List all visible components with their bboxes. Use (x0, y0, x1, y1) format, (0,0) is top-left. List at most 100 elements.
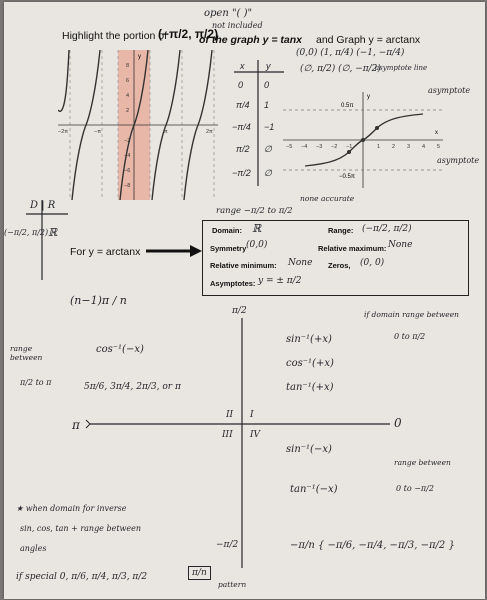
none-accurate-note: none accurate (300, 194, 355, 203)
zero-to-pi-half: 0 to π/2 (394, 332, 426, 341)
note-asymptote-line: asymptote line (375, 64, 428, 72)
table-cell: −π/4 (232, 122, 251, 132)
table-cell: π/2 (236, 144, 250, 154)
arctan-x-tick: −3 (316, 144, 322, 150)
sin-inverse-neg: sin⁻¹(−x) (286, 444, 332, 455)
tan-y-label: y (138, 54, 141, 60)
table-cell: ∅ (264, 144, 273, 154)
note-asymptote-left: asymptote (437, 156, 480, 165)
pattern-label: pattern (218, 580, 247, 589)
relative-max-value: None (388, 240, 413, 250)
tan-inverse-neg: tan⁻¹(−x) (290, 484, 338, 495)
symmetry-label: Symmetry (210, 244, 247, 253)
axis-right-label: 0 (394, 416, 402, 430)
axis-left-label: π (72, 418, 80, 432)
arctan-asym-top: 0.5π (341, 103, 353, 109)
arctan-x-tick: 3 (407, 144, 410, 150)
range-note: range −π/2 to π/2 (216, 206, 293, 216)
table-cell: −1 (264, 122, 274, 132)
table-header-y: y (265, 61, 271, 71)
table-cell: 0 (238, 80, 243, 90)
quadrant-IV-label: IV (250, 430, 261, 440)
tan-x-tick: π (164, 129, 168, 135)
arctan-x-tick: −1 (346, 144, 352, 150)
note-not-included: not included (212, 21, 263, 30)
zeros-value: (0, 0) (360, 258, 385, 268)
range-value: (−π/2, π/2) (362, 224, 412, 234)
arctan-graph: x y 0.5π −0.5π −5 −4 −3 −2 −1 1 2 3 4 5 (283, 92, 443, 188)
tan-x-tick: −2π (58, 129, 68, 135)
cos-inverse-neg: cos⁻¹(−x) (96, 344, 144, 355)
tan-graph: y 8 6 4 2 −2 −4 −6 −8 −2π −π π 2π (58, 50, 218, 200)
tan-curves (58, 50, 213, 200)
arctan-x-label: x (435, 130, 438, 136)
arctan-x-tick: −2 (331, 144, 337, 150)
arctan-x-tick: 1 (377, 144, 380, 150)
note-points: (0,0) (1, π/4) (−1, −π/4) (296, 48, 405, 58)
relative-min-value: None (288, 258, 313, 268)
tan-y-tick: 6 (126, 78, 129, 84)
tan-y-tick: −2 (124, 138, 130, 144)
domain-sketch-real: ℝ (48, 226, 58, 239)
tan-y-tick: 8 (126, 63, 129, 69)
range-between-left: range between (10, 344, 43, 362)
domain-sketch (26, 200, 68, 280)
header-and-text: and Graph y = arctanx (316, 34, 421, 46)
table-header-x: x (239, 61, 245, 71)
quadrant-II-label: II (226, 410, 234, 420)
for-arctan-label: For y = arctanx (70, 246, 141, 258)
relative-max-label: Relative maximum: (318, 244, 387, 253)
domain-value: ℝ (252, 222, 262, 235)
quadrant-axes (85, 318, 390, 568)
tan-y-tick: 4 (126, 93, 129, 99)
note-open: open "( )" (204, 8, 253, 19)
value-table: x y 0 0 π/4 1 −π/4 −1 π/2 ∅ −π/2 ∅ (232, 60, 284, 186)
arctan-x-tick: 4 (422, 144, 425, 150)
asymptotes-value: y = ± π/2 (258, 276, 302, 286)
special-angles-note: if special 0, π/6, π/4, π/3, π/2 (16, 572, 148, 582)
pi-over-n-box: π/n (188, 566, 211, 580)
range-between-right: range between (394, 458, 451, 467)
arctan-asym-bottom: −0.5π (339, 174, 355, 180)
values-list: 5π/6, 3π/4, 2π/3, or π (84, 382, 181, 392)
axis-top-label: π/2 (232, 306, 247, 316)
domain-sketch-interval: (−π/2, π/2) (4, 228, 49, 237)
relative-min-label: Relative minimum: (210, 261, 277, 270)
arctan-x-tick: −5 (286, 144, 292, 150)
star-note-line-1: ★ when domain for inverse (16, 504, 127, 513)
cos-inverse-pos: cos⁻¹(+x) (286, 358, 334, 369)
table-cell: 1 (264, 100, 269, 110)
negative-pi-list: −π/n { −π/6, −π/4, −π/3, −π/2 } (290, 540, 455, 551)
header-graph-text: of the graph y = tanx (199, 34, 302, 46)
arctan-x-tick: 5 (437, 144, 440, 150)
arrow-right-icon (146, 245, 202, 257)
zeros-label: Zeros, (328, 261, 351, 270)
domain-sketch-label: D | R (30, 200, 56, 211)
if-domain-note: if domain range between (364, 310, 459, 319)
domain-label: Domain: (212, 226, 242, 235)
note-points-2: (∅, π/2) (∅, −π/2) (300, 64, 381, 74)
tan-x-tick: −π (94, 129, 101, 135)
tan-y-tick: −6 (124, 168, 130, 174)
quadrant-I-label: I (250, 410, 254, 420)
table-cell: 0 (264, 80, 269, 90)
table-cell: π/4 (236, 100, 250, 110)
formula-n-minus-1: (n−1)π / n (70, 294, 127, 307)
symmetry-value: (0,0) (246, 240, 268, 250)
sin-inverse-pos: sin⁻¹(+x) (286, 334, 332, 345)
tan-inverse-pos: tan⁻¹(+x) (286, 382, 334, 393)
note-asymptote-right: asymptote (428, 86, 471, 95)
worksheet-page (4, 2, 485, 599)
tan-y-tick: −4 (124, 153, 130, 159)
range-label: Range: (328, 226, 354, 235)
zero-to-neg-pi-half: 0 to −π/2 (396, 484, 434, 493)
arctan-x-tick: −4 (301, 144, 307, 150)
pi-half-to-pi: π/2 to π (20, 378, 52, 387)
arctan-info-box (202, 220, 469, 296)
star-note-line-3: angles (20, 544, 47, 553)
tan-y-tick: 2 (126, 108, 129, 114)
quadrant-III-label: III (222, 430, 233, 440)
header-interval: (−π/2, π/2) (158, 27, 219, 41)
table-cell: ∅ (264, 168, 273, 178)
arctan-y-label: y (367, 94, 370, 100)
